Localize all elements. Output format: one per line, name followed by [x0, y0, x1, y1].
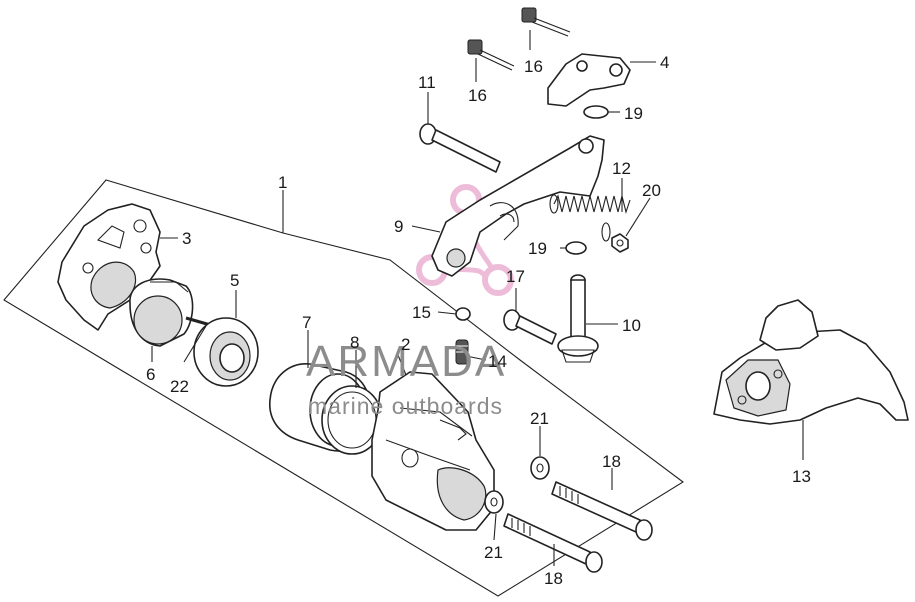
part-18-bolt-upper: [551, 481, 653, 541]
callout-16b: 16: [468, 86, 487, 105]
callout-6: 6: [146, 365, 155, 384]
callout-5: 5: [230, 271, 239, 290]
part-14-bleeder-screw: [455, 339, 469, 365]
callout-22: 22: [170, 377, 189, 396]
callout-14: 14: [488, 352, 507, 371]
part-3-pad-holder: [57, 203, 161, 331]
callout-12: 12: [612, 159, 631, 178]
part-19-oring-upper: [583, 105, 609, 119]
callout-1: 1: [278, 173, 287, 192]
callout-8: 8: [350, 333, 359, 352]
part-16-bolt-upper: [521, 7, 571, 37]
callout-13: 13: [792, 467, 811, 486]
part-21-washer-lower: [484, 490, 504, 514]
leader-lines: [151, 30, 804, 566]
part-19-oring-lower: [565, 241, 587, 255]
part-13-disc-cover: [713, 299, 909, 425]
callout-7: 7: [302, 313, 311, 332]
callout-15: 15: [412, 303, 431, 322]
part-21-washer-upper: [530, 456, 550, 480]
part-21-washer-upper-hole: [536, 463, 544, 473]
callout-4: 4: [660, 53, 669, 72]
part-21-washer-lower-hole: [490, 497, 498, 507]
part-20-nut: [611, 233, 629, 253]
part-15-bleeder-cap: [455, 307, 471, 321]
callout-19b: 19: [528, 239, 547, 258]
watermark-tagline: marine outboards: [308, 393, 503, 419]
callout-18a: 18: [602, 452, 621, 471]
callout-9: 9: [394, 217, 403, 236]
part-18-bolt-lower: [503, 513, 603, 573]
part-2-caliper-body: [371, 371, 495, 531]
callout-3: 3: [182, 229, 191, 248]
callout-17: 17: [506, 267, 525, 286]
part-4-lever: [547, 53, 631, 107]
callout-19a: 19: [624, 104, 643, 123]
callout-21b: 21: [484, 543, 503, 562]
assembly-boundary: [3, 179, 684, 597]
callout-18b: 18: [544, 569, 563, 588]
part-number-callouts: 1 2 3 4 5 6 7 8 9 10 11 12 13 14 15 16 1…: [146, 53, 811, 588]
part-11-bolt: [419, 123, 501, 173]
part-20-nut-hole: [616, 239, 624, 247]
callout-20: 20: [642, 181, 661, 200]
part-12-spring: [549, 194, 631, 242]
callout-11: 11: [418, 73, 436, 92]
watermark-brand: ARMADA: [306, 337, 506, 386]
part-6-brake-pad: [129, 278, 194, 347]
callout-21a: 21: [530, 409, 549, 428]
callout-16a: 16: [524, 57, 543, 76]
part-10-pivot-pin: [557, 274, 599, 363]
part-5-shim: [193, 317, 259, 387]
part-16-bolt-lower: [467, 39, 515, 71]
callout-2: 2: [401, 335, 410, 354]
callout-10: 10: [622, 316, 641, 335]
part-17-bolt: [503, 309, 557, 345]
